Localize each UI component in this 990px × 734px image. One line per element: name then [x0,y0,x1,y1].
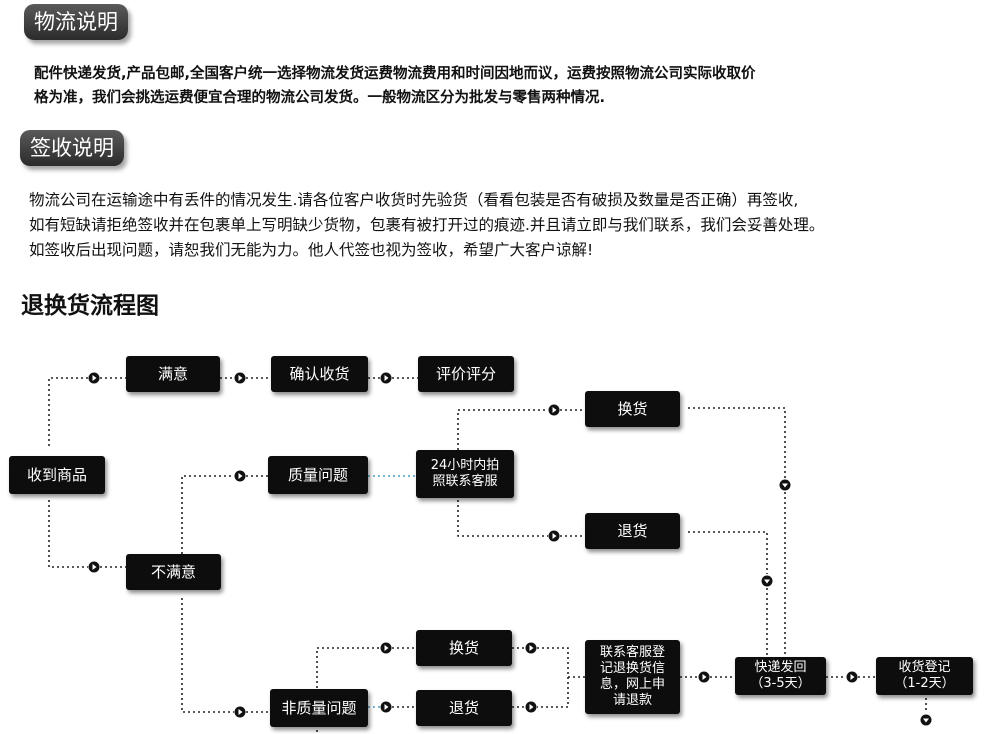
flow-title: 退换货流程图 [21,293,159,319]
node-express-return: 快递发回 （3-5天） [735,657,826,695]
logistics-text: 配件快递发货,产品包邮,全国客户统一选择物流发货运费物流费用和时间因地而议，运费… [34,62,756,110]
logistics-line-2: 格为准，我们会挑选运费便宜合理的物流公司发货。一般物流区分为批发与零售两种情况. [34,90,606,106]
logistics-line-1: 配件快递发货,产品包邮,全国客户统一选择物流发货运费物流费用和时间因地而议，运费… [34,66,756,82]
flow-arrow-markers [88,372,932,726]
node-return-quality: 退货 [585,513,680,549]
node-exchange-quality: 换货 [585,391,680,427]
node-exchange-non-quality: 换货 [416,630,512,666]
receipt-text: 物流公司在运输途中有丢件的情况发生.请各位客户收货时先验货（看看包装是否有破损及… [29,188,824,263]
node-unsatisfied: 不满意 [126,554,221,590]
node-quality-issue: 质量问题 [268,456,368,494]
receipt-line-1: 物流公司在运输途中有丢件的情况发生.请各位客户收货时先验货（看看包装是否有破损及… [29,191,799,209]
node-confirm-receipt: 确认收货 [271,356,368,392]
receipt-line-2: 如有短缺请拒绝签收并在包裹单上写明缺少货物，包裹有被打开过的痕迹.并且请立即与我… [29,216,825,234]
node-non-quality-issue: 非质量问题 [270,689,368,727]
node-rate: 评价评分 [418,356,514,392]
receipt-line-3: 如签收后出现问题，请恕我们无能为力。他人代签也视为签收，希望广大客户谅解! [29,241,594,259]
node-satisfied: 满意 [126,356,220,392]
logistics-section-tag: 物流说明 [24,4,128,40]
node-receipt-register: 收货登记 （1-2天） [876,657,973,695]
node-received: 收到商品 [9,456,105,494]
node-contact-register: 联系客服登 记退换货信 息，网上申 请退款 [585,640,680,714]
receipt-section-tag: 签收说明 [20,130,124,166]
node-photo-contact: 24小时内拍 照联系客服 [416,450,514,498]
node-return-non-quality: 退货 [416,690,512,726]
